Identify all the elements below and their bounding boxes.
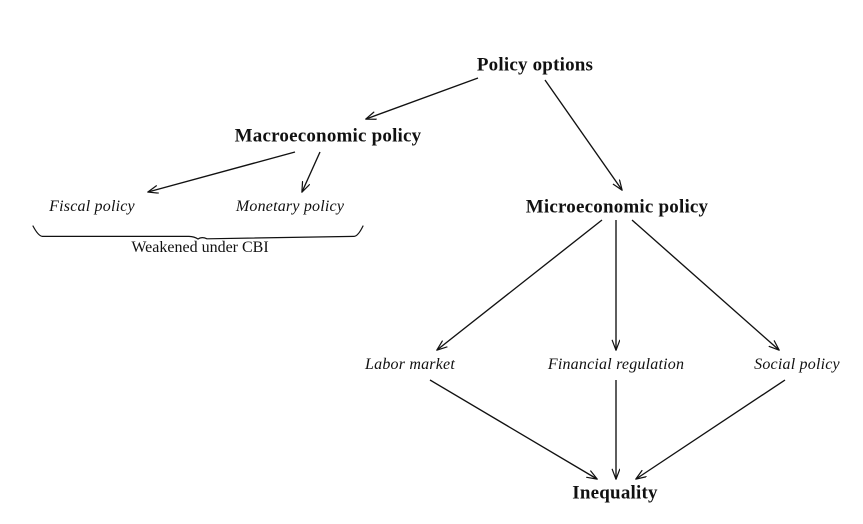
edge-policy_options-to-microeconomic_policy — [544, 79, 622, 190]
edge-macroeconomic_policy-to-monetary_policy — [302, 151, 321, 192]
node-financial_regulation: Financial regulation — [547, 356, 685, 373]
node-fiscal_policy: Fiscal policy — [49, 198, 135, 215]
brace-label-weakened-under-cbi: Weakened under CBI — [131, 239, 269, 256]
edge-group — [148, 77, 786, 479]
node-labor_market: Labor market — [365, 356, 455, 373]
node-inequality: Inequality — [572, 482, 658, 504]
node-macroeconomic_policy: Macroeconomic policy — [234, 125, 422, 147]
edge-microeconomic_policy-to-social_policy — [631, 219, 779, 350]
node-policy_options: Policy options — [476, 54, 594, 76]
node-social_policy: Social policy — [754, 356, 840, 373]
edge-macroeconomic_policy-to-fiscal_policy — [148, 151, 296, 192]
edge-labor_market-to-inequality — [429, 379, 597, 479]
node-monetary_policy: Monetary policy — [235, 198, 345, 215]
brace-group — [32, 225, 364, 240]
edge-policy_options-to-macroeconomic_policy — [366, 77, 479, 119]
edge-social_policy-to-inequality — [636, 379, 786, 479]
node-microeconomic_policy: Microeconomic policy — [525, 196, 709, 218]
curly-brace — [32, 225, 364, 240]
edge-microeconomic_policy-to-labor_market — [437, 219, 603, 350]
